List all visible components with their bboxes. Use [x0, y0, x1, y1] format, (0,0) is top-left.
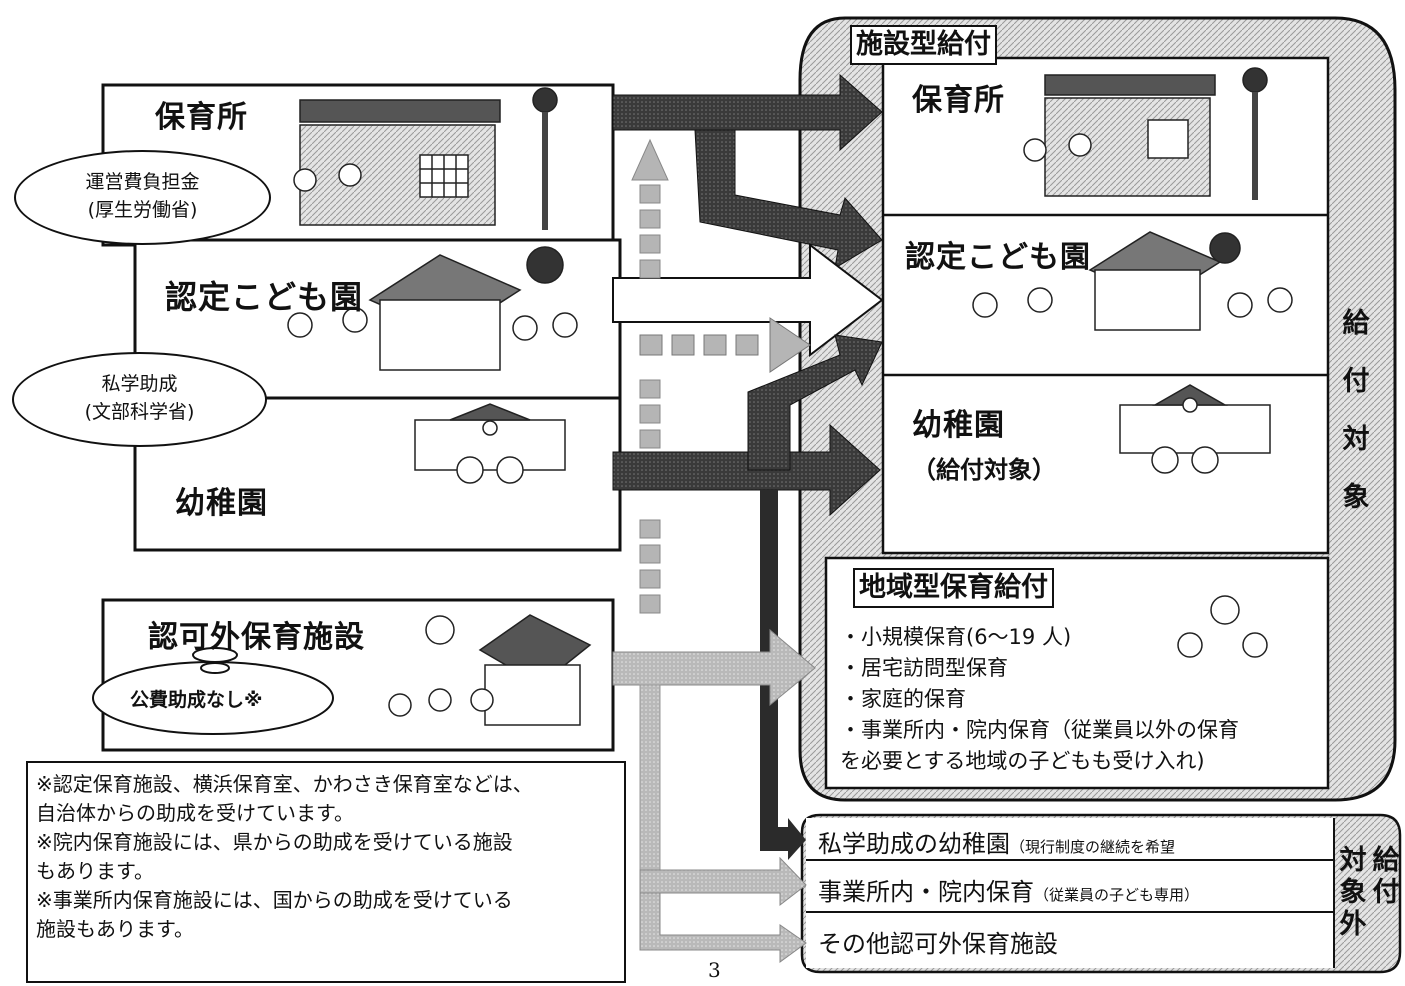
kyufu-gai-col2: 給 付 [1370, 845, 1402, 909]
kouhi-label: 公費助成なし※ [130, 689, 263, 711]
right-youchien-illustration [1119, 384, 1271, 474]
footnote-line: ※事業所内保育施設には、国からの助成を受けている [36, 888, 513, 912]
right-nintei-illustration [972, 231, 1293, 331]
page-number: 3 [708, 958, 721, 982]
row1-sub: （現行制度の継続を希望 [1010, 838, 1176, 856]
shigaku-bubble: 私学助成 (文部科学省) [12, 352, 267, 447]
unei-bubble-line1: 運営費負担金 [85, 171, 200, 193]
footnote-line: 自治体からの助成を受けています。 [36, 801, 354, 825]
unei-bubble: 運営費負担金 (厚生労働省) [14, 150, 271, 245]
footnote-line: ※院内保育施設には、県からの助成を受けている施設 [36, 830, 513, 854]
kyufu-taisho-label: 給 付 対 象 [1336, 295, 1376, 527]
kyufu-gai-col1: 対 象 外 [1337, 845, 1369, 941]
kyufu-gai-char: 給 [1372, 845, 1400, 876]
footnotes: ※認定保育施設、横浜保育室、かわさき保育室などは、 自治体からの助成を受けていま… [36, 770, 533, 944]
shigaku-bubble-line1: 私学助成 [101, 373, 178, 395]
kyufu-taisho-char: 付 [1342, 366, 1370, 397]
jigyousho-row: 事業所内・院内保育（従業員の子ども専用） [818, 872, 1199, 907]
right-chiiki-illustration [1177, 595, 1268, 658]
kyufu-taisho-char: 対 [1342, 424, 1370, 455]
chiiki-list: ・小規模保育(6～19 人) ・居宅訪問型保育 ・家庭的保育 ・事業所内・院内保… [840, 622, 1239, 777]
chiiki-item: を必要とする地域の子どもも受け入れ) [840, 749, 1205, 773]
left-ninkagai-title: 認可外保育施設 [148, 620, 365, 655]
kyufu-gai-char: 外 [1339, 909, 1367, 940]
right-youchien-title: 幼稚園 [912, 408, 1005, 443]
right-hoikusho-title: 保育所 [912, 83, 1005, 118]
chiiki-title: 地域型保育給付 [853, 568, 1054, 608]
chiiki-item: ・居宅訪問型保育 [840, 656, 1008, 680]
shisetsu-title: 施設型給付 [850, 25, 997, 65]
shigaku-bubble-line2: (文部科学省) [84, 401, 195, 423]
unei-bubble-line2: (厚生労働省) [87, 199, 198, 221]
left-hoikusho-title: 保育所 [155, 100, 248, 135]
row3-main: その他認可外保育施設 [818, 930, 1058, 958]
right-hoikusho-illustration [1023, 67, 1268, 200]
row1-main: 私学助成の幼稚園 [818, 830, 1010, 858]
hoikusho-building-illustration [293, 87, 558, 230]
sonota-row: その他認可外保育施設 [818, 924, 1058, 959]
kyufu-gai-char: 付 [1372, 877, 1400, 908]
footnote-line: ※認定保育施設、横浜保育室、かわさき保育室などは、 [36, 772, 533, 796]
footnote-line: もあります。 [36, 859, 154, 883]
left-youchien-title: 幼稚園 [175, 486, 268, 521]
nintei-building-illustration [287, 246, 578, 371]
footnote-line: 施設もあります。 [36, 917, 194, 941]
kyufu-taisho-char: 象 [1342, 482, 1370, 513]
kyufu-gai-panel [800, 813, 1402, 974]
chiiki-item: ・小規模保育(6～19 人) [840, 625, 1072, 649]
row2-main: 事業所内・院内保育 [818, 878, 1034, 906]
kyufu-gai-char: 対 [1339, 845, 1367, 876]
chiiki-item: ・家庭的保育 [840, 687, 966, 711]
right-nintei-title: 認定こども園 [905, 240, 1091, 275]
kyufu-gai-char: 象 [1339, 877, 1367, 908]
youchien-building-illustration [414, 403, 566, 484]
row2-sub: （従業員の子ども専用） [1034, 886, 1200, 904]
shigaku-youchien-row: 私学助成の幼稚園（現行制度の継続を希望 [818, 824, 1175, 859]
right-youchien-sub: （給付対象） [912, 456, 1056, 484]
chiiki-item: ・事業所内・院内保育（従業員以外の保育 [840, 718, 1239, 742]
kouhi-cloud [92, 647, 334, 735]
kyufu-taisho-char: 給 [1342, 308, 1370, 339]
arrows [612, 73, 884, 963]
ninkagai-house-illustration [388, 614, 592, 726]
left-nintei-title: 認定こども園 [165, 278, 364, 316]
